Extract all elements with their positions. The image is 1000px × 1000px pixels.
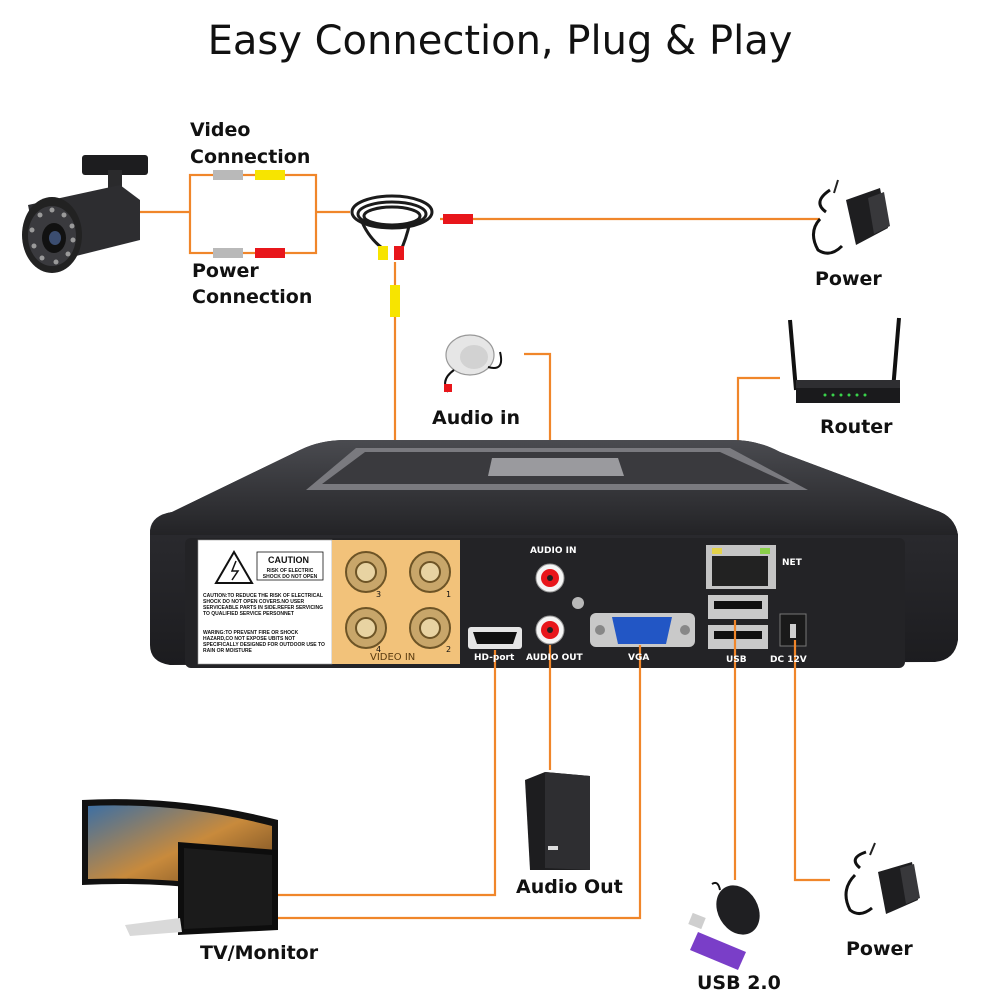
- tv-monitor-label: TV/Monitor: [200, 942, 319, 964]
- net-port: [706, 545, 776, 589]
- power-adapter-bottom-icon: [844, 842, 920, 915]
- caution-subtitle: RISK OF ELECTRIC SHOCK DO NOT OPEN: [262, 568, 318, 580]
- power-adapter-icon: [812, 179, 890, 255]
- tv-monitor-icon: [82, 799, 278, 936]
- router-label: Router: [820, 416, 893, 438]
- audio-out-label: Audio Out: [516, 876, 623, 898]
- usb-label: USB 2.0: [697, 972, 781, 994]
- usb-device-icon: [688, 881, 760, 970]
- video-plug: [390, 285, 400, 317]
- camera-icon: [22, 155, 148, 273]
- usb-ports: [708, 595, 768, 649]
- hdmi-port: [468, 627, 522, 649]
- power-connection-label-2: Connection: [192, 286, 313, 308]
- power-connection-label-1: Power: [192, 260, 259, 282]
- bnc-label-4: 4: [376, 645, 382, 654]
- caution-title: CAUTION: [268, 555, 309, 565]
- power-top-label: Power: [815, 268, 882, 290]
- camera-wires: [140, 173, 820, 255]
- video-connection-label-2: Connection: [190, 146, 311, 168]
- coiled-cable-icon: [350, 194, 434, 260]
- bnc-connector-1: [409, 551, 451, 593]
- page-title: Easy Connection, Plug & Play: [207, 18, 793, 64]
- bottom-wires: [275, 620, 830, 920]
- panel-net-label: NET: [782, 558, 802, 568]
- bnc-label-3: 3: [376, 590, 382, 599]
- power-bottom-label: Power: [846, 938, 913, 960]
- caution-label: [197, 539, 333, 665]
- panel-audio-out-label: AUDIO OUT: [526, 653, 583, 663]
- bnc-connector-2: [409, 607, 451, 649]
- vga-port: [590, 613, 695, 647]
- panel-audio-in-label: AUDIO IN: [530, 546, 577, 556]
- caution-text-2: WARING:TO PREVENT FIRE OR SHOCK HAZARD,C…: [203, 630, 325, 654]
- dc-port: [779, 613, 807, 647]
- audio-in-port: [535, 563, 565, 593]
- caution-text-1: CAUTION:TO REDUCE THE RISK OF ELECTRICAL…: [203, 593, 324, 617]
- bnc-connector-3: [345, 551, 387, 593]
- panel-hd-port-label: HD-port: [474, 653, 515, 663]
- ground-screw: [572, 597, 584, 609]
- cable-connectors: [213, 170, 473, 258]
- audio-in-label: Audio in: [432, 407, 521, 429]
- microphone-icon: [444, 334, 503, 393]
- bnc-connector-4: [345, 607, 387, 649]
- video-in-panel: [332, 540, 460, 664]
- panel-vga-label: VGA: [628, 653, 650, 663]
- video-connection-label-1: Video: [190, 119, 251, 141]
- panel-usb-label: USB: [726, 655, 747, 665]
- audio-out-port: [535, 615, 565, 645]
- bnc-label-2: 2: [446, 645, 452, 654]
- panel-video-in-label: VIDEO IN: [370, 652, 416, 663]
- speaker-icon: [525, 772, 590, 870]
- panel-dc-label: DC 12V: [770, 655, 807, 665]
- router-icon: [788, 317, 901, 403]
- bnc-label-1: 1: [446, 590, 452, 599]
